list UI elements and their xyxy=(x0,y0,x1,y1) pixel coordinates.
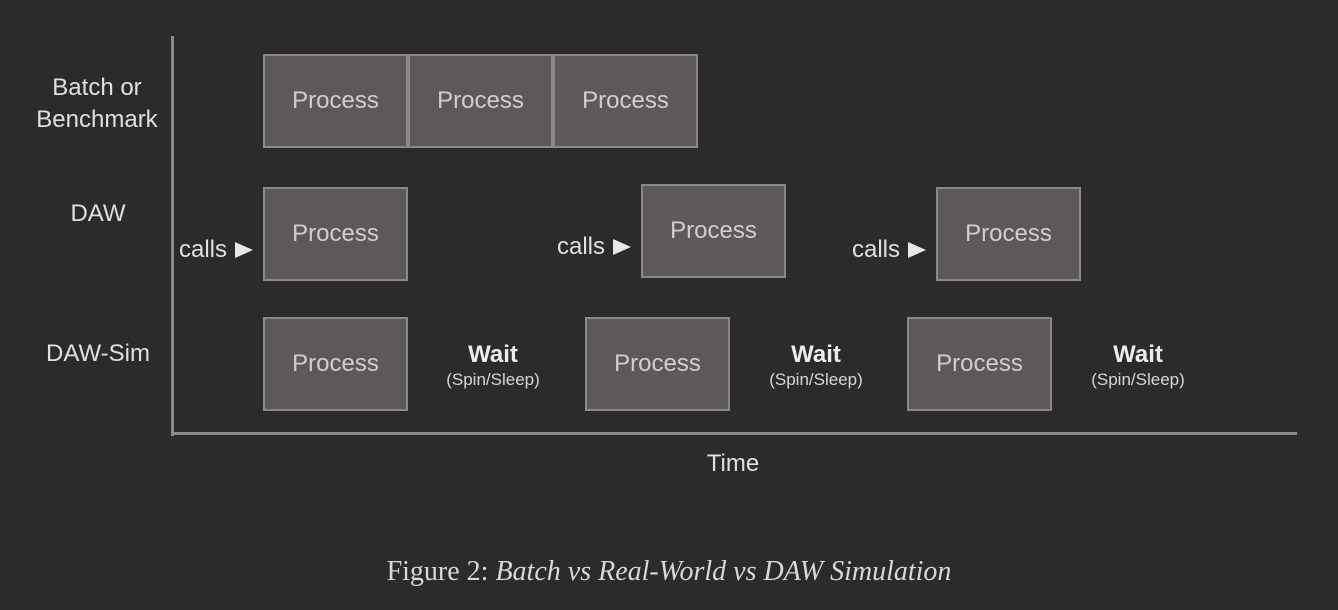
process-label: Process xyxy=(292,350,379,377)
caption-title: Batch vs Real-World vs DAW Simulation xyxy=(495,556,952,587)
process-box-batch-2: Process xyxy=(408,54,553,148)
y-axis xyxy=(171,36,174,436)
wait-block-3: Wait (Spin/Sleep) xyxy=(1068,341,1208,391)
wait-label: Wait xyxy=(1113,341,1163,368)
calls-marker-2: calls xyxy=(557,233,632,261)
process-box-sim-1: Process xyxy=(263,317,408,411)
wait-block-2: Wait (Spin/Sleep) xyxy=(746,341,886,391)
calls-label: calls xyxy=(852,236,901,263)
wait-sublabel: (Spin/Sleep) xyxy=(769,370,863,389)
process-box-sim-2: Process xyxy=(585,317,730,411)
process-label: Process xyxy=(614,350,701,377)
process-label: Process xyxy=(670,217,757,244)
process-label: Process xyxy=(965,220,1052,247)
wait-sublabel: (Spin/Sleep) xyxy=(1091,370,1185,389)
wait-label: Wait xyxy=(791,341,841,368)
wait-block-1: Wait (Spin/Sleep) xyxy=(423,341,563,391)
process-box-batch-1: Process xyxy=(263,54,408,148)
x-axis-title: Time xyxy=(706,450,760,477)
process-box-daw-3: Process xyxy=(936,187,1081,281)
process-label: Process xyxy=(292,220,379,247)
process-box-daw-2: Process xyxy=(641,184,786,278)
figure-caption: Figure 2: Batch vs Real-World vs DAW Sim… xyxy=(0,556,1338,588)
arrow-right-icon xyxy=(235,242,254,258)
process-label: Process xyxy=(582,87,669,114)
caption-prefix: Figure 2: xyxy=(386,556,496,587)
process-box-daw-1: Process xyxy=(263,187,408,281)
calls-marker-1: calls xyxy=(179,236,254,264)
calls-label: calls xyxy=(179,236,228,263)
x-axis xyxy=(171,432,1297,435)
calls-marker-3: calls xyxy=(852,236,927,264)
process-box-sim-3: Process xyxy=(907,317,1052,411)
wait-sublabel: (Spin/Sleep) xyxy=(446,370,540,389)
process-box-batch-3: Process xyxy=(553,54,698,148)
wait-label: Wait xyxy=(468,341,518,368)
process-label: Process xyxy=(437,87,524,114)
row-label-daw: DAW xyxy=(70,200,126,227)
process-label: Process xyxy=(292,87,379,114)
row-label-daw-sim: DAW-Sim xyxy=(46,340,150,367)
process-label: Process xyxy=(936,350,1023,377)
arrow-right-icon xyxy=(613,239,632,255)
row-label-batch: Batch or Benchmark xyxy=(36,74,158,133)
calls-label: calls xyxy=(557,233,606,260)
arrow-right-icon xyxy=(908,242,927,258)
